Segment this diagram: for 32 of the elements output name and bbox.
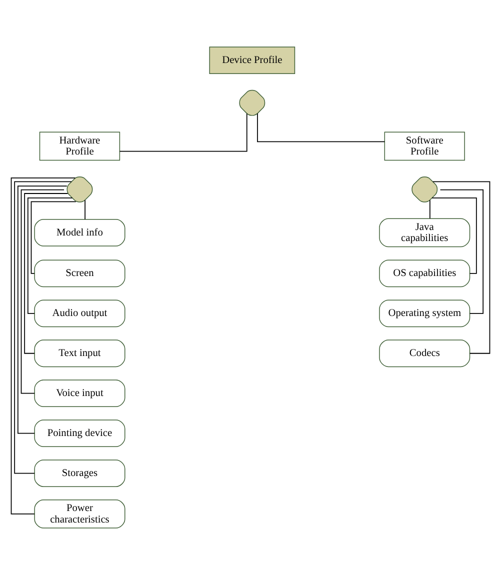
node-box: Software Profile — [384, 131, 465, 160]
node-box: Pointing device — [34, 419, 126, 446]
connector — [20, 188, 64, 394]
connector — [119, 112, 248, 152]
connector — [27, 197, 73, 314]
connector — [432, 180, 490, 354]
node-box: Device Profile — [209, 46, 296, 74]
connector — [84, 199, 86, 220]
connector — [257, 112, 386, 142]
node-box: Java capabilities — [379, 218, 470, 247]
node-box: OS capabilities — [379, 259, 470, 287]
connector — [429, 199, 430, 218]
node-box: Screen — [34, 259, 126, 287]
connector — [10, 177, 76, 514]
node-box: Audio output — [34, 299, 126, 327]
node-box: Model info — [34, 218, 126, 246]
node-box: Text input — [34, 339, 126, 367]
node-box: Storages — [34, 459, 126, 486]
connector — [24, 192, 68, 354]
node-box: Hardware Profile — [39, 131, 120, 160]
node-diamond — [66, 176, 93, 202]
node-box: Operating system — [379, 299, 470, 327]
connector — [17, 185, 68, 434]
connector — [440, 188, 484, 314]
node-box: Power characteristics — [34, 499, 126, 528]
node-diamond — [412, 176, 438, 202]
node-diamond — [239, 89, 266, 116]
node-box: Codecs — [379, 339, 470, 367]
node-box: Voice input — [34, 379, 126, 407]
connector — [14, 180, 72, 474]
connector — [432, 197, 477, 274]
connector — [30, 200, 76, 274]
